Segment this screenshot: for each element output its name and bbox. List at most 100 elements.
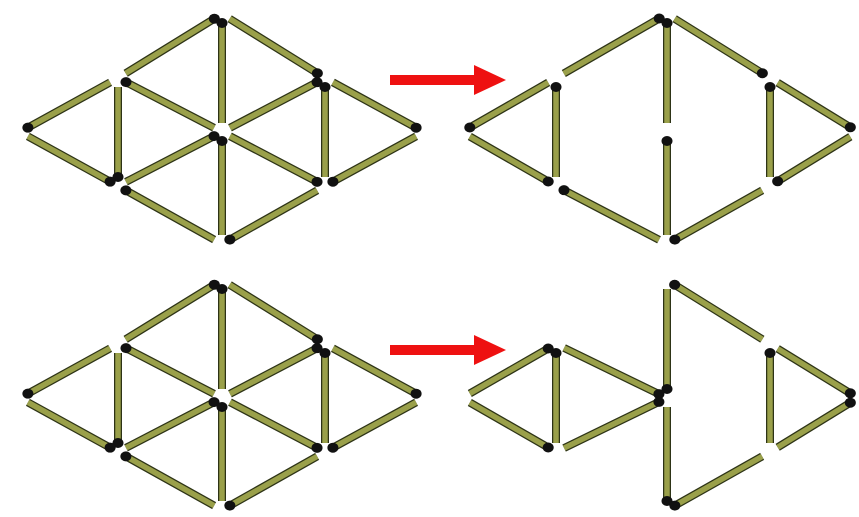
matchstick [551, 348, 562, 443]
match-head [327, 443, 338, 453]
matchstick [778, 83, 856, 133]
matchstick [333, 82, 422, 132]
matchstick [765, 82, 776, 177]
matchstick [230, 343, 323, 394]
match-head [669, 501, 680, 511]
matchstick [662, 18, 673, 123]
matchstick [28, 136, 116, 186]
matchstick [564, 397, 664, 448]
right-arrow-icon [390, 65, 506, 95]
matchstick [113, 87, 124, 182]
match-head [669, 280, 680, 290]
matchstick [327, 136, 416, 186]
match-head [551, 82, 562, 92]
matchstick [126, 280, 220, 340]
match-head [105, 443, 116, 453]
right-arrow-icon [390, 335, 506, 365]
matchstick [28, 402, 116, 452]
matchstick [551, 82, 562, 177]
match-head [224, 501, 235, 511]
matchstick [230, 402, 323, 453]
matchstick [778, 349, 856, 399]
matchstick [120, 451, 214, 505]
matchstick [320, 348, 331, 443]
match-head [312, 68, 323, 78]
match-head [669, 235, 680, 245]
match-head [411, 389, 422, 399]
match-head [845, 122, 856, 132]
matchstick [126, 131, 220, 182]
match-head [105, 177, 116, 187]
match-head [662, 136, 673, 146]
match-head [765, 82, 776, 92]
matchstick [22, 82, 110, 132]
matchstick [113, 353, 124, 448]
match-head [217, 18, 228, 28]
matchstick [675, 19, 768, 79]
match-head [543, 177, 554, 187]
match-head [845, 388, 856, 398]
match-head [653, 397, 664, 407]
matchstick [230, 77, 323, 128]
match-head [120, 77, 131, 87]
matchstick [126, 14, 220, 74]
matchstick [230, 285, 323, 345]
match-head [217, 136, 228, 146]
matchstick [327, 402, 416, 452]
matchstick [22, 348, 110, 398]
match-head [224, 235, 235, 245]
match-head [120, 343, 131, 353]
matchstick [669, 456, 762, 510]
match-head [312, 443, 323, 453]
matchstick [217, 402, 228, 501]
matchstick [217, 136, 228, 235]
match-head [120, 451, 131, 461]
match-head [765, 348, 776, 358]
matchstick [765, 348, 776, 443]
match-head [327, 177, 338, 187]
matchstick [333, 348, 422, 398]
matchstick [120, 343, 214, 394]
matchstick [669, 190, 762, 244]
matchstick [564, 13, 665, 73]
match-head [120, 185, 131, 195]
matchstick [320, 82, 331, 177]
matchstick [772, 137, 850, 187]
matchstick [564, 348, 664, 399]
match-head [22, 389, 33, 399]
matchstick [778, 398, 856, 448]
match-head [662, 18, 673, 28]
match-head [312, 177, 323, 187]
matchstick [470, 402, 554, 452]
match-head [312, 334, 323, 344]
match-head [217, 402, 228, 412]
match-head [464, 123, 475, 133]
matchstick [217, 18, 228, 123]
matchstick [217, 284, 228, 389]
match-head [22, 123, 33, 133]
match-head [320, 82, 331, 92]
match-head [772, 176, 783, 186]
match-head [217, 284, 228, 294]
match-head [411, 123, 422, 133]
match-head [543, 443, 554, 453]
matchstick [120, 185, 214, 239]
match-head [558, 185, 569, 195]
matchstick [662, 407, 673, 506]
match-head [320, 348, 331, 358]
matchstick [662, 289, 673, 394]
match-head [757, 68, 768, 78]
matchstick [558, 185, 659, 240]
matchstick [662, 136, 673, 235]
matchstick [224, 190, 317, 244]
matchstick [470, 136, 554, 186]
matchstick [669, 280, 762, 340]
match-head [845, 398, 856, 408]
match-head [551, 348, 562, 358]
matchstick [224, 456, 317, 510]
matchstick [230, 19, 323, 79]
matchstick [230, 136, 323, 187]
matchstick [126, 397, 220, 448]
